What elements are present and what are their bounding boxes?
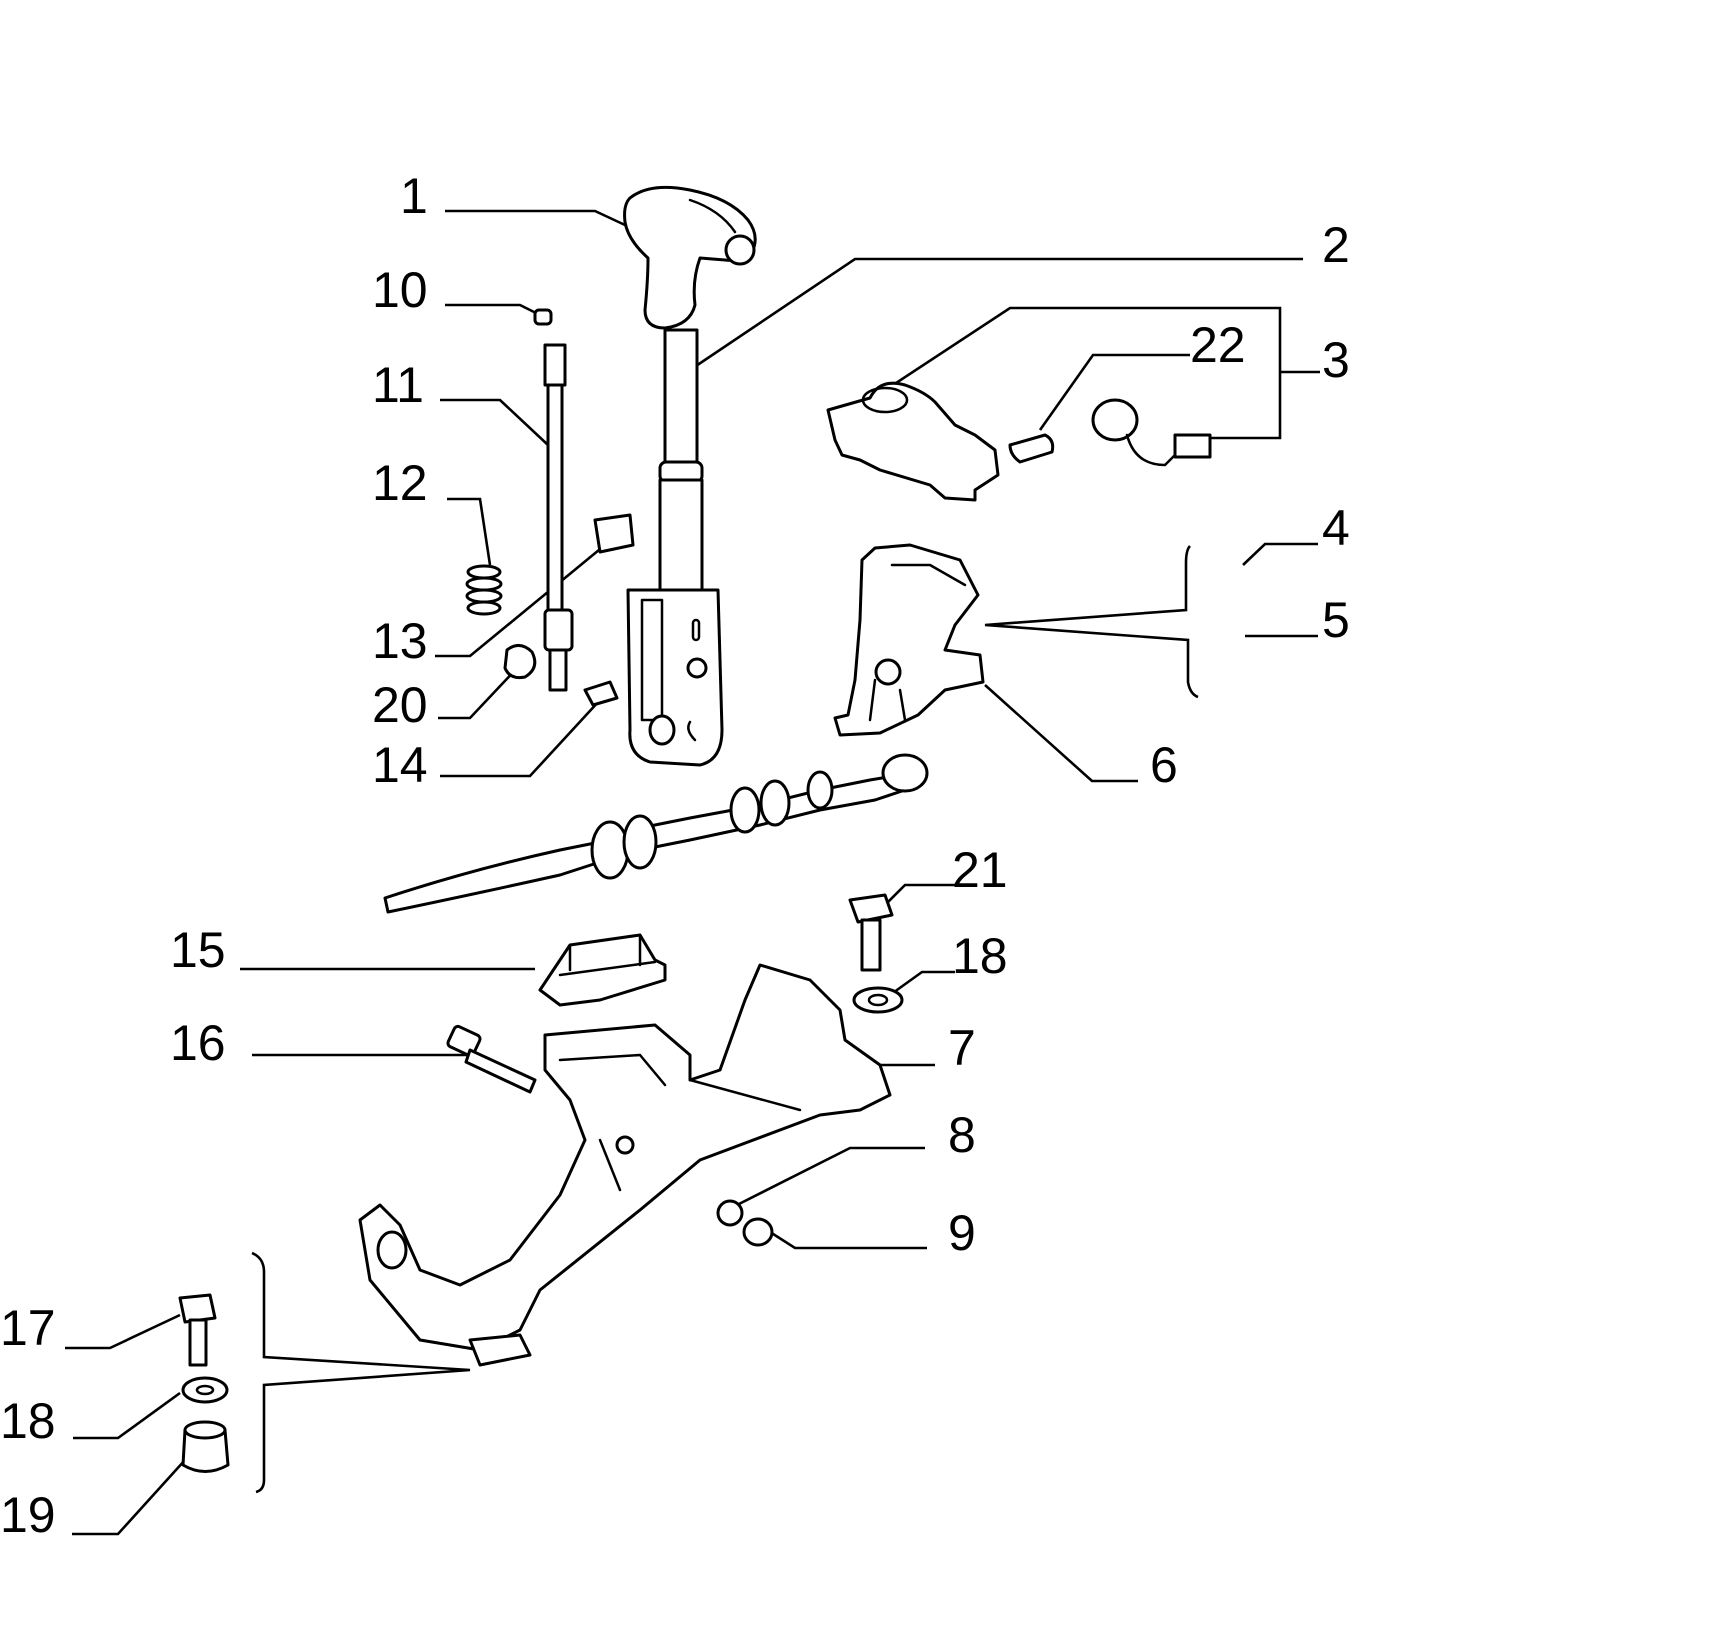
leader-3a [889, 306, 1282, 440]
indicator-assembly [826, 381, 1212, 502]
part-10-nut [533, 308, 553, 326]
callout-12: 12 [372, 455, 428, 511]
leader-1 [445, 209, 626, 227]
leader-22 [1038, 353, 1190, 431]
leader-lines [65, 209, 1320, 1536]
part-13-block [593, 513, 635, 554]
bracket-4-5 [984, 545, 1199, 699]
part-22-bulb [1008, 433, 1055, 464]
part-7-bracket [358, 963, 892, 1367]
part-17-18-19-hardware [178, 1293, 230, 1473]
callout-11: 11 [372, 357, 424, 413]
part-15-mount [538, 933, 667, 1007]
leader-9 [769, 1230, 927, 1250]
shift-cable [383, 753, 929, 914]
callout-14: 14 [372, 737, 428, 793]
leader-10 [445, 303, 541, 317]
part-20-nut [503, 644, 537, 680]
leader-8 [736, 1146, 925, 1207]
leader-21 [879, 883, 955, 911]
part-21-18-top [848, 893, 904, 1014]
callout-17: 17 [0, 1300, 56, 1356]
callout-9: 9 [948, 1205, 976, 1261]
callout-20: 20 [372, 677, 428, 733]
callout-3: 3 [1322, 332, 1350, 388]
leader-12 [447, 497, 492, 566]
leader-6 [984, 684, 1138, 783]
callout-4: 4 [1322, 500, 1350, 556]
callout-6: 6 [1150, 737, 1178, 793]
callout-21: 21 [952, 842, 1008, 898]
callout-1: 1 [400, 168, 428, 224]
callout-7: 7 [948, 1020, 976, 1076]
part-14-pin [583, 680, 619, 707]
part-11-rod-top [543, 343, 567, 387]
gear-knob [623, 185, 757, 330]
callout-8: 8 [948, 1107, 976, 1163]
leader-4 [1242, 542, 1318, 566]
leader-18-top [889, 970, 955, 997]
gear-lever [626, 328, 724, 767]
callout-15: 15 [170, 922, 226, 978]
part-11-rod [546, 383, 564, 612]
callout-18-top: 18 [952, 928, 1008, 984]
leader-18-bottom [73, 1391, 181, 1440]
part-3-indicator [826, 381, 1000, 502]
detent-rod-assembly [465, 308, 635, 707]
leader-11 [440, 398, 549, 446]
callout-19: 19 [0, 1487, 56, 1543]
leader-2 [689, 257, 1303, 372]
leader-17 [65, 1313, 181, 1350]
callout-2: 2 [1322, 217, 1350, 273]
callout-13: 13 [372, 613, 428, 669]
leader-13 [435, 543, 606, 658]
part-12-spring [465, 564, 503, 616]
part-3-holder [1091, 398, 1139, 442]
callout-5: 5 [1322, 592, 1350, 648]
callout-18-bottom: 18 [0, 1393, 56, 1449]
leader-20 [438, 664, 521, 720]
callout-10: 10 [372, 262, 428, 318]
callout-16: 16 [170, 1015, 226, 1071]
callout-labels: 1 2 3 22 4 5 6 10 11 12 13 20 14 15 16 2… [0, 168, 1350, 1543]
bracket-17-19 [251, 1251, 471, 1494]
part-8-9-hardware [716, 1199, 774, 1247]
leader-14 [440, 699, 601, 778]
callout-22: 22 [1190, 317, 1246, 373]
leader-19 [72, 1459, 186, 1536]
part-6-gate-plate [833, 543, 985, 737]
part-16-bolt [446, 1024, 537, 1094]
